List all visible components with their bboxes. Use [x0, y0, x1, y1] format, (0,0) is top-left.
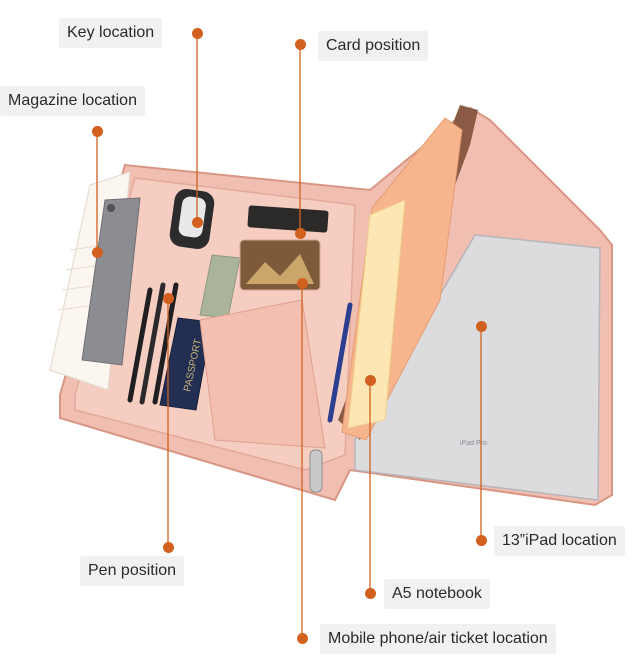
- dot-a5-end: [365, 375, 376, 386]
- pens: [127, 282, 179, 405]
- a5-notebook-page: [347, 199, 406, 429]
- dot-mobile-end: [297, 278, 308, 289]
- label-ipad-location: 13”iPad location: [494, 526, 625, 556]
- label-a5-notebook: A5 notebook: [384, 579, 490, 609]
- label-pen-position: Pen position: [80, 556, 185, 586]
- zipper-pull: [309, 449, 323, 493]
- dot-card-end: [295, 228, 306, 239]
- label-mobile-location: Mobile phone/air ticket location: [320, 624, 556, 654]
- dot-a5-bottom: [365, 588, 376, 599]
- ipad-model-text: iPad Pro: [460, 440, 487, 447]
- dot-card-top: [295, 39, 306, 50]
- label-key-location: Key location: [59, 18, 163, 48]
- phone-pocket: [199, 299, 326, 449]
- dot-ipad-bottom: [476, 535, 487, 546]
- dot-magazine-end: [92, 247, 103, 258]
- dot-pen-end: [163, 293, 174, 304]
- dot-pen-bottom: [163, 542, 174, 553]
- dot-magazine-top: [92, 126, 103, 137]
- blue-pen: [327, 302, 353, 423]
- ipad: [354, 234, 601, 501]
- dot-key-end: [192, 217, 203, 228]
- phone-camera: [107, 204, 115, 212]
- label-magazine-location: Magazine location: [0, 86, 145, 116]
- dot-ipad-end: [476, 321, 487, 332]
- dot-mobile-bottom: [297, 633, 308, 644]
- label-card-position: Card position: [318, 31, 429, 61]
- dot-key-top: [192, 28, 203, 39]
- top-card-slot: [247, 205, 329, 233]
